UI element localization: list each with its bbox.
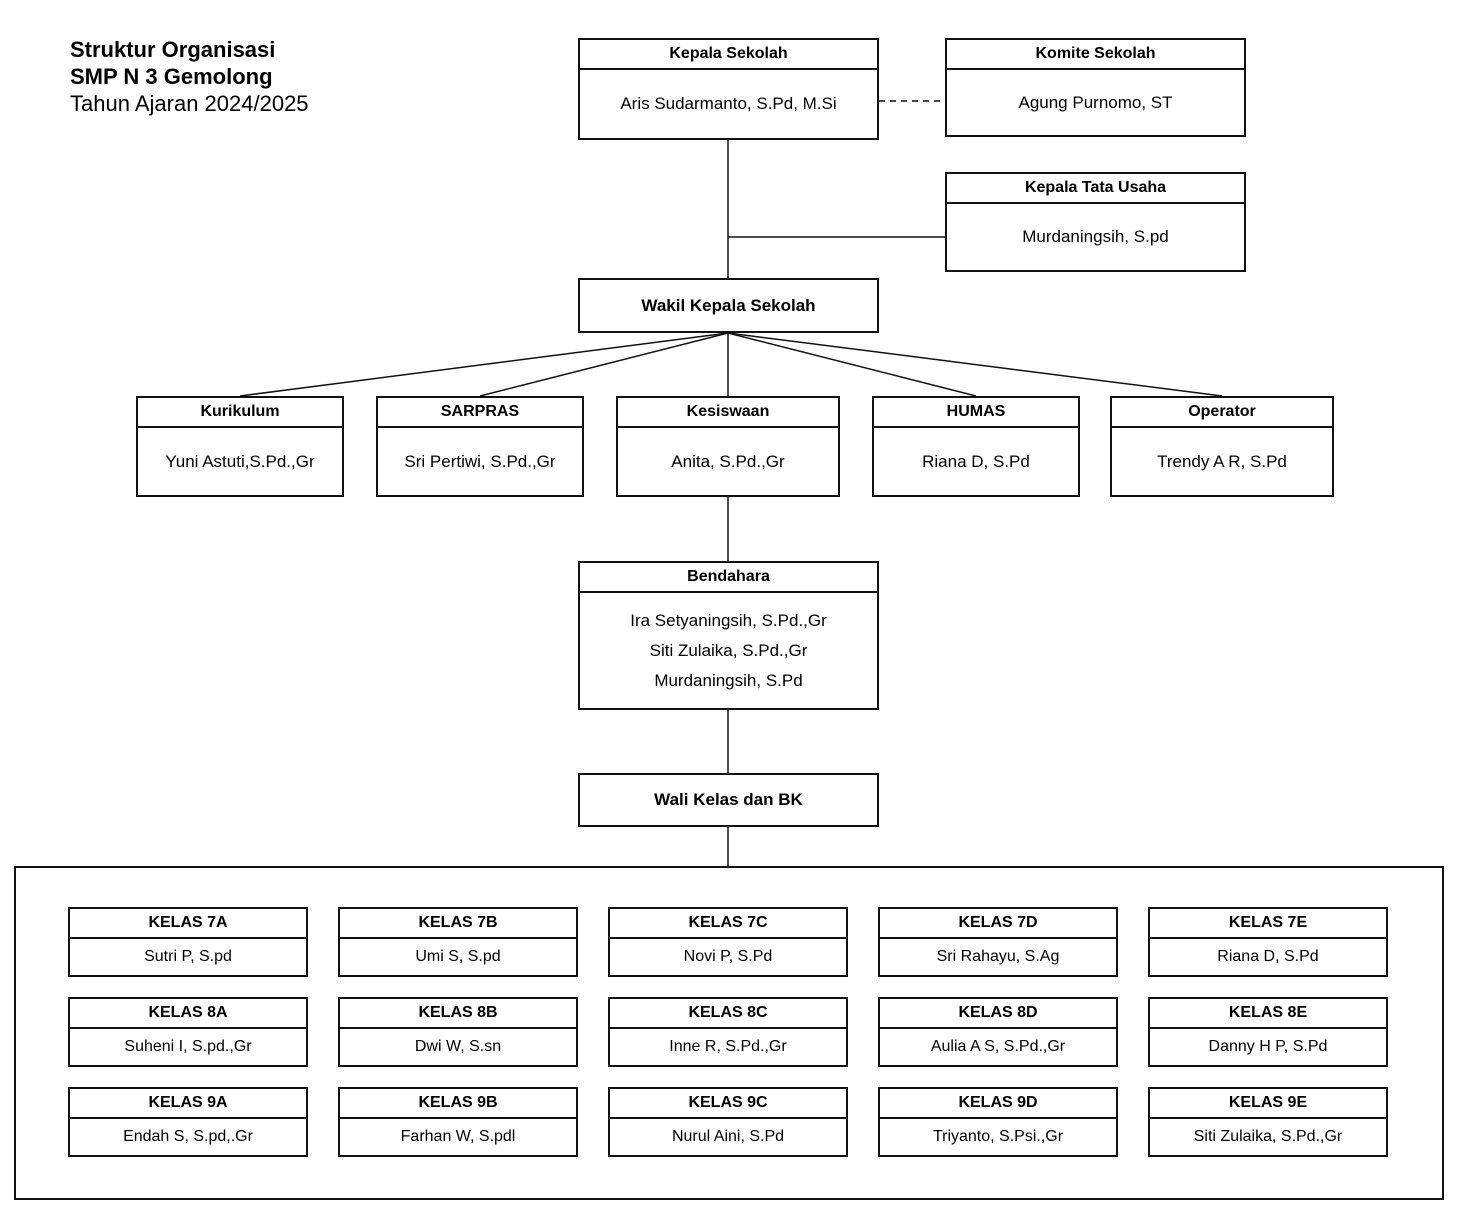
chart-title: Struktur Organisasi SMP N 3 Gemolong Tah… [70,36,309,117]
node-kelas-8c: KELAS 8C Inne R, S.Pd.,Gr [608,997,848,1067]
node-kesiswaan-name: Anita, S.Pd.,Gr [671,451,785,471]
node-wakil-kepala-sekolah: Wakil Kepala Sekolah [578,278,879,333]
node-kelas-8a: KELAS 8A Suheni I, S.pd.,Gr [68,997,308,1067]
node-humas: HUMAS Riana D, S.Pd [872,396,1080,497]
chart-title-line2: SMP N 3 Gemolong [70,64,273,89]
node-kelas-9e-title: KELAS 9E [1150,1089,1386,1119]
node-kelas-8d: KELAS 8D Aulia A S, S.Pd.,Gr [878,997,1118,1067]
node-bendahara: Bendahara Ira Setyaningsih, S.Pd.,Gr Sit… [578,561,879,710]
node-kelas-7a-title: KELAS 7A [70,909,306,939]
node-kelas-8c-name: Inne R, S.Pd.,Gr [669,1038,787,1055]
node-kepala-tata-usaha-title: Kepala Tata Usaha [947,174,1244,204]
node-kelas-9c-title: KELAS 9C [610,1089,846,1119]
node-kelas-7c-title: KELAS 7C [610,909,846,939]
node-kepala-tata-usaha-name: Murdaningsih, S.pd [1022,227,1169,246]
node-kelas-7e-title: KELAS 7E [1150,909,1386,939]
node-kurikulum-title: Kurikulum [138,398,342,428]
chart-title-line3: Tahun Ajaran 2024/2025 [70,91,309,116]
connector-wakil-kurikulum [239,332,729,397]
node-kesiswaan-title: Kesiswaan [618,398,838,428]
node-sarpras-title: SARPRAS [378,398,582,428]
chart-title-line1: Struktur Organisasi [70,37,276,62]
node-kelas-8e: KELAS 8E Danny H P, S.Pd [1148,997,1388,1067]
node-humas-title: HUMAS [874,398,1078,428]
node-kepala-tata-usaha: Kepala Tata Usaha Murdaningsih, S.pd [945,172,1246,272]
node-kurikulum-name: Yuni Astuti,S.Pd.,Gr [165,451,315,471]
node-kelas-8e-name: Danny H P, S.Pd [1208,1038,1328,1055]
node-kepala-sekolah-name: Aris Sudarmanto, S.Pd, M.Si [620,94,837,113]
node-kelas-7d-title: KELAS 7D [880,909,1116,939]
node-kesiswaan: Kesiswaan Anita, S.Pd.,Gr [616,396,840,497]
node-kelas-8b-title: KELAS 8B [340,999,576,1029]
node-kelas-8b-name: Dwi W, S.sn [414,1038,502,1055]
node-kelas-7e: KELAS 7E Riana D, S.Pd [1148,907,1388,977]
node-kelas-7e-name: Riana D, S.Pd [1217,948,1319,965]
node-kelas-7a-name: Sutri P, S.pd [144,948,232,965]
node-kurikulum: Kurikulum Yuni Astuti,S.Pd.,Gr [136,396,344,497]
node-kelas-9c-name: Nurul Aini, S.Pd [671,1128,785,1145]
node-kelas-7c: KELAS 7C Novi P, S.Pd [608,907,848,977]
node-bendahara-name-3: Murdaningsih, S.Pd [654,670,803,690]
node-kelas-7b: KELAS 7B Umi S, S.pd [338,907,578,977]
node-kelas-7a: KELAS 7A Sutri P, S.pd [68,907,308,977]
node-bendahara-name-1: Ira Setyaningsih, S.Pd.,Gr [630,610,827,630]
node-wali-kelas-dan-bk: Wali Kelas dan BK [578,773,879,827]
node-kelas-9b: KELAS 9B Farhan W, S.pdl [338,1087,578,1157]
connector-wakil-sarpras [479,332,729,397]
node-operator: Operator Trendy A R, S.Pd [1110,396,1334,497]
node-kepala-sekolah: Kepala Sekolah Aris Sudarmanto, S.Pd, M.… [578,38,879,140]
node-humas-name: Riana D, S.Pd [922,451,1030,471]
node-kelas-7b-name: Umi S, S.pd [415,948,501,965]
node-kelas-7c-name: Novi P, S.Pd [683,948,773,965]
node-kelas-8a-name: Suheni I, S.pd.,Gr [124,1038,252,1055]
node-bendahara-name-2: Siti Zulaika, S.Pd.,Gr [649,640,808,660]
node-komite-sekolah-name: Agung Purnomo, ST [1018,92,1173,112]
node-kelas-9d-title: KELAS 9D [880,1089,1116,1119]
node-kelas-9a-title: KELAS 9A [70,1089,306,1119]
node-operator-name: Trendy A R, S.Pd [1157,451,1287,471]
connector-wakil-operator [727,332,1223,397]
node-komite-sekolah: Komite Sekolah Agung Purnomo, ST [945,38,1246,137]
node-kelas-8b: KELAS 8B Dwi W, S.sn [338,997,578,1067]
node-sarpras: SARPRAS Sri Pertiwi, S.Pd.,Gr [376,396,584,497]
node-kelas-8a-title: KELAS 8A [70,999,306,1029]
node-kelas-9a-name: Endah S, S.pd,.Gr [123,1128,253,1145]
node-kelas-7b-title: KELAS 7B [340,909,576,939]
node-kelas-8c-title: KELAS 8C [610,999,846,1029]
node-kelas-8e-title: KELAS 8E [1150,999,1386,1029]
node-kepala-sekolah-title: Kepala Sekolah [580,40,877,70]
node-kelas-9b-title: KELAS 9B [340,1089,576,1119]
connector-wakil-humas [727,332,977,397]
node-kelas-9d: KELAS 9D Triyanto, S.Psi.,Gr [878,1087,1118,1157]
node-bendahara-title: Bendahara [580,563,877,593]
node-bendahara-names: Ira Setyaningsih, S.Pd.,Gr Siti Zulaika,… [580,593,877,708]
node-kelas-7d-name: Sri Rahayu, S.Ag [936,948,1060,965]
node-kelas-9e-name: Siti Zulaika, S.Pd.,Gr [1193,1128,1343,1145]
node-kelas-8d-name: Aulia A S, S.Pd.,Gr [930,1038,1066,1055]
node-sarpras-name: Sri Pertiwi, S.Pd.,Gr [404,451,556,471]
node-kelas-9c: KELAS 9C Nurul Aini, S.Pd [608,1087,848,1157]
node-kelas-7d: KELAS 7D Sri Rahayu, S.Ag [878,907,1118,977]
node-kelas-9e: KELAS 9E Siti Zulaika, S.Pd.,Gr [1148,1087,1388,1157]
node-kelas-8d-title: KELAS 8D [880,999,1116,1029]
node-operator-title: Operator [1112,398,1332,428]
node-kelas-9d-name: Triyanto, S.Psi.,Gr [932,1128,1064,1145]
node-kelas-9b-name: Farhan W, S.pdl [400,1128,516,1145]
node-kelas-9a: KELAS 9A Endah S, S.pd,.Gr [68,1087,308,1157]
node-komite-sekolah-title: Komite Sekolah [947,40,1244,70]
